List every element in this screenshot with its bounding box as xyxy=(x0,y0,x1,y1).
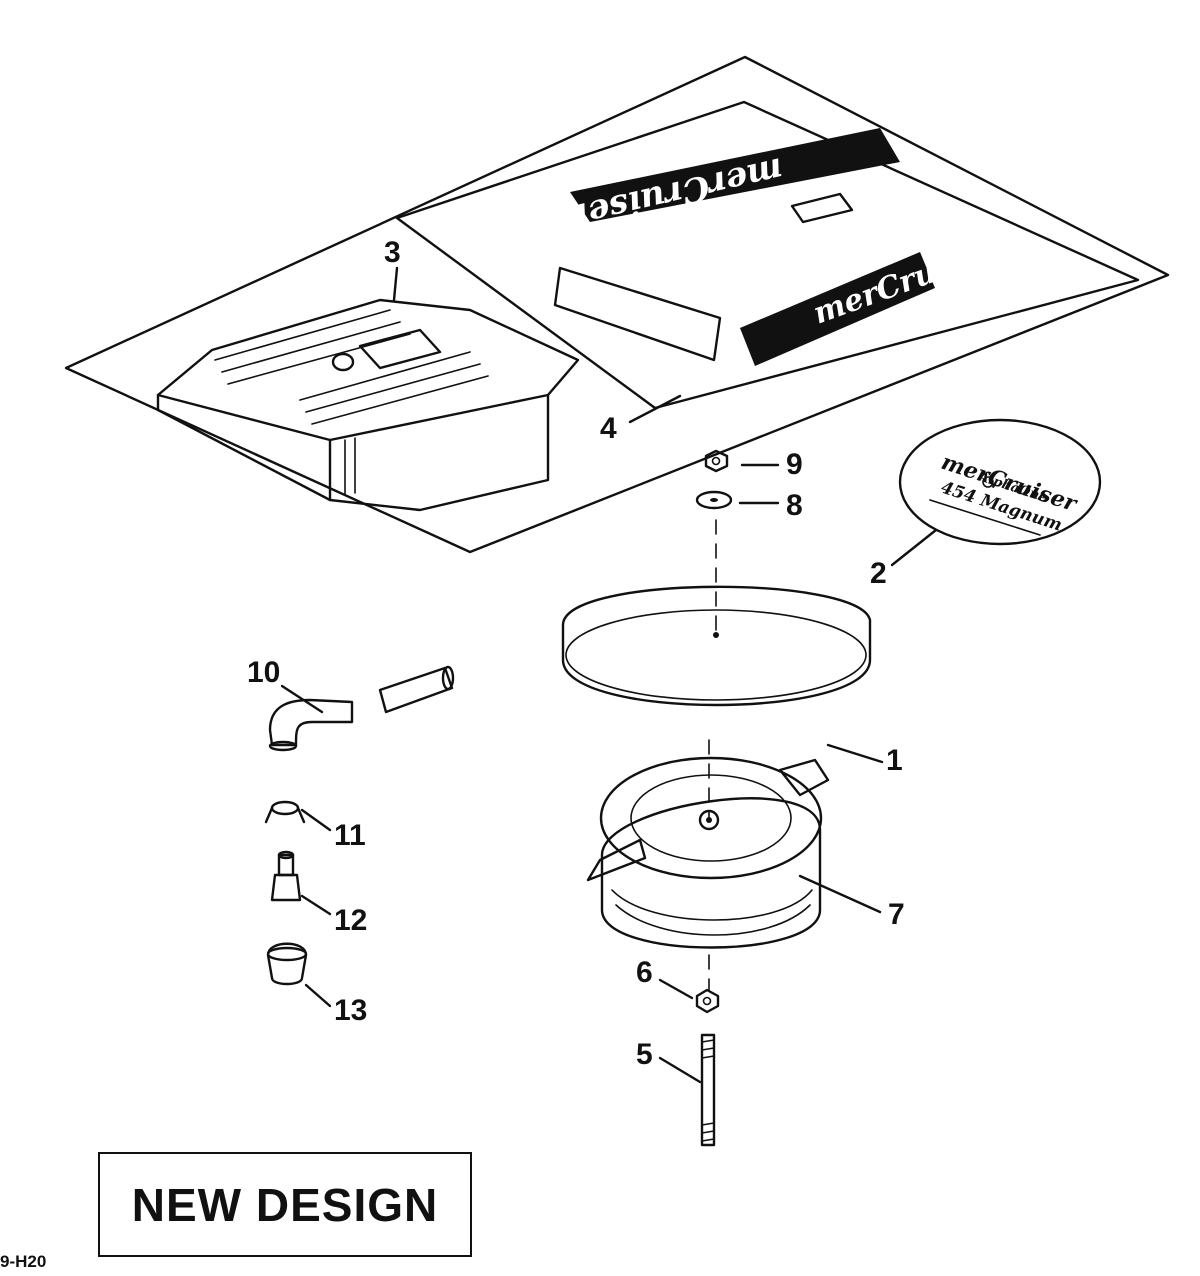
small-rect-decal xyxy=(790,192,854,224)
washer xyxy=(695,490,733,510)
clamp xyxy=(264,800,306,824)
callout-13: 13 xyxy=(334,994,367,1027)
air-cover-disc xyxy=(561,585,872,707)
callout-12: 12 xyxy=(334,904,367,937)
callout-3: 3 xyxy=(384,236,401,269)
callout-8: 8 xyxy=(786,489,803,522)
callout-10: 10 xyxy=(247,656,280,689)
callout-numbers: 3 4 9 8 2 10 1 11 7 12 6 13 5 xyxy=(247,236,905,1071)
flame-arrestor-body xyxy=(586,756,830,949)
logo-strip-top-text: merCruiser xyxy=(565,149,787,237)
drawing-code: 9-H20 xyxy=(0,1252,47,1271)
callout-9: 9 xyxy=(786,448,803,481)
new-design-banner: NEW DESIGN xyxy=(98,1152,472,1257)
callout-2: 2 xyxy=(870,557,887,590)
stud xyxy=(700,1033,716,1147)
callout-6: 6 xyxy=(636,956,653,989)
bottom-nut xyxy=(695,988,720,1014)
hose xyxy=(268,665,455,752)
flame-arrestor-cover xyxy=(156,298,580,512)
callout-7: 7 xyxy=(888,898,905,931)
top-nut xyxy=(704,449,729,473)
callout-1: 1 xyxy=(886,744,903,777)
cap xyxy=(266,942,308,986)
logo-strip-bottom: merCruiser xyxy=(740,232,1003,366)
new-design-label: NEW DESIGN xyxy=(131,1178,439,1231)
callout-4: 4 xyxy=(600,412,617,445)
blank-label-decal xyxy=(553,266,722,362)
fitting xyxy=(270,850,302,902)
leader-lines xyxy=(280,266,938,1084)
round-decal: merCruiser AlphaOne 454 Magnum xyxy=(898,418,1102,546)
callout-11: 11 xyxy=(334,819,366,852)
callout-5: 5 xyxy=(636,1038,653,1071)
logo-strip-bottom-text: merCruiser xyxy=(809,232,1003,331)
